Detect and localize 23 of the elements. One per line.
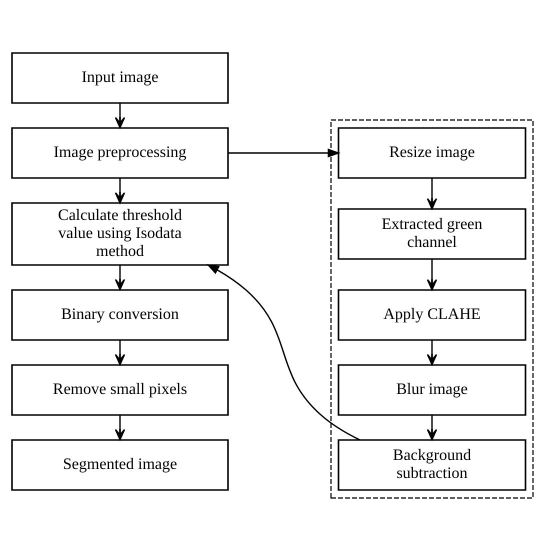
arrow xyxy=(114,340,126,365)
node-box: Background subtraction xyxy=(338,438,526,490)
node-box: Input image xyxy=(11,52,229,104)
node-box: Segmented image xyxy=(11,438,229,490)
node-box: Calculate threshold value using Isodata method xyxy=(11,202,229,266)
arrow xyxy=(426,414,438,440)
arrow xyxy=(228,148,341,157)
node-box: Blur image xyxy=(338,364,526,416)
node-box: Resize image xyxy=(338,126,526,178)
arrow xyxy=(206,264,360,440)
cluster xyxy=(330,118,534,498)
arrow xyxy=(114,178,126,204)
node-box: Extracted green channel xyxy=(338,208,526,260)
arrow xyxy=(114,414,126,440)
node-box: Apply CLAHE xyxy=(338,288,526,340)
arrow xyxy=(426,340,438,365)
node-box: Image preprocessing xyxy=(11,126,229,178)
node-box: Remove small pixels xyxy=(11,364,229,416)
arrow xyxy=(426,178,438,209)
arrow xyxy=(114,264,126,290)
arrow xyxy=(114,102,126,128)
arrow xyxy=(426,258,438,290)
node-box: Binary conversion xyxy=(11,288,229,340)
